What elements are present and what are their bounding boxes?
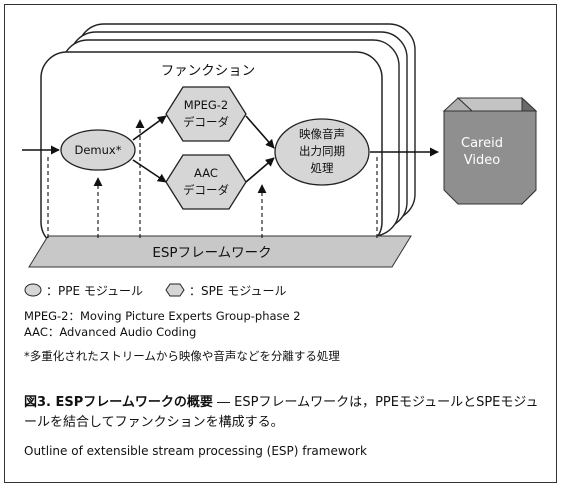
av-sync-module [274, 118, 370, 186]
legend-ppe: ：PPE モジュール [24, 282, 143, 299]
mpeg2-decoder-module [165, 86, 247, 142]
legend-ppe-label: ：PPE モジュール [46, 283, 144, 298]
mpeg2-label-line2: デコーダ [183, 115, 229, 129]
output-device-icon [442, 96, 538, 206]
caption-body: ― ESPフレームワークは，PPEモジュールとSPEモジュールを結合してファンク… [24, 395, 539, 430]
function-label: ファンクション [161, 63, 256, 79]
caption-title: 図3. ESPフレームワークの概要 [24, 395, 213, 410]
caption-english: Outline of extensible stream processing … [24, 444, 367, 458]
abbreviation-mpeg2: MPEG-2：Moving Picture Experts Group-phas… [24, 309, 301, 323]
aac-label-line2: デコーダ [183, 183, 229, 197]
figure-caption: 図3. ESPフレームワークの概要 ― ESPフレームワークは，PPEモジュール… [24, 393, 539, 433]
esp-diagram: ファンクション ESPフレームワーク Demux* MPEG-2 デコーダ AA… [22, 23, 538, 268]
legend-spe-label: ：SPE モジュール [189, 283, 287, 298]
sync-label-line1: 映像音声 [299, 127, 345, 141]
mpeg2-label-line1: MPEG-2 [184, 98, 229, 112]
output-label-line1: Careid [461, 136, 503, 151]
spe-hexagon-icon [165, 283, 185, 297]
arrow-mpeg2-sync [245, 115, 275, 149]
ppe-oval-icon [24, 283, 42, 297]
esp-framework-bar [28, 235, 412, 268]
esp-framework-label: ESPフレームワーク [152, 245, 271, 261]
demux-footnote: *多重化されたストリームから映像や音声などを分離する処理 [24, 349, 340, 363]
abbreviation-aac: AAC：Advanced Audio Coding [24, 325, 197, 339]
legend-spe: ：SPE モジュール [165, 282, 286, 299]
arrow-aac-sync [245, 157, 275, 183]
legend: ：PPE モジュール ：SPE モジュール [24, 280, 308, 300]
aac-decoder-module [165, 154, 247, 210]
arrow-demux-mpeg2 [132, 115, 167, 141]
demux-label: Demux* [75, 143, 122, 157]
arrow-demux-aac [132, 159, 167, 183]
demux-module [60, 129, 136, 171]
aac-label-line1: AAC [194, 166, 218, 180]
sync-label-line3: 処理 [311, 161, 334, 175]
output-label-line2: Video [464, 153, 500, 168]
sync-label-line2: 出力同期 [299, 144, 345, 158]
